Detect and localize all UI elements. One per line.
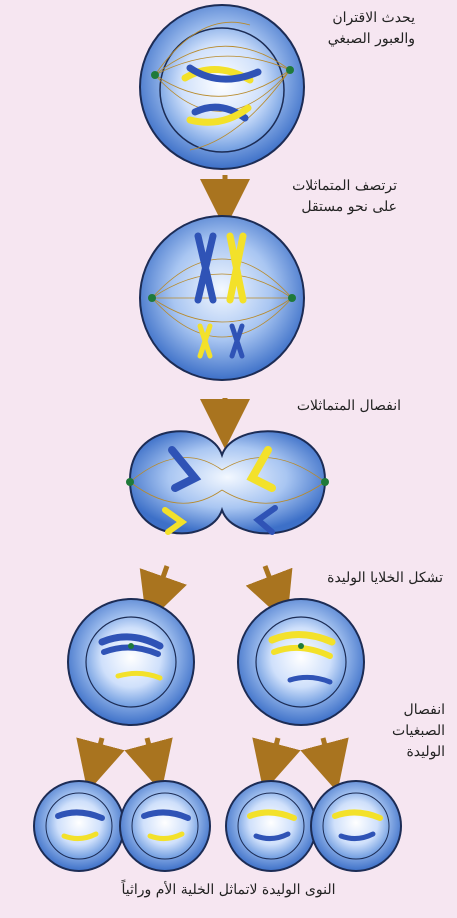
final-nucleus-4: [311, 781, 401, 871]
label-line: على نحو مستقل: [292, 197, 397, 218]
final-nucleus-2: [120, 781, 210, 871]
caption: النوى الوليدة لاتماثل الخلية الأم وراثيا…: [0, 880, 457, 901]
label-line: ترتصف المتماثلات: [292, 176, 397, 197]
arrow-4d: [323, 738, 331, 768]
arrow-3a: [155, 566, 167, 600]
cell-anaphase: [126, 431, 329, 533]
cell-metaphase: [140, 216, 304, 380]
label-daughter-cells-form: تشكل الخلايا الوليدة: [327, 568, 443, 589]
label-pairing-crossing-over: يحدث الاقتران والعبور الصبغي: [328, 8, 415, 50]
arrow-3b: [265, 566, 278, 600]
arrow-4c: [270, 738, 278, 768]
label-line: انفصال: [392, 700, 445, 721]
label-line: الصبغيات: [392, 721, 445, 742]
final-nucleus-3: [226, 781, 316, 871]
label-homologs-align: ترتصف المتماثلات على نحو مستقل: [292, 176, 397, 218]
label-line: الوليدة: [392, 742, 445, 763]
cell-prophase: [140, 5, 304, 169]
label-line: والعبور الصبغي: [328, 29, 415, 50]
final-nucleus-1: [34, 781, 124, 871]
label-chromatids-separate: انفصال الصبغيات الوليدة: [392, 700, 445, 763]
label-line: يحدث الاقتران: [328, 8, 415, 29]
daughter-cell-right: [238, 599, 364, 725]
arrow-4b: [147, 738, 155, 768]
arrow-4a: [94, 738, 102, 768]
label-homologs-separate: انفصال المتماثلات: [297, 396, 401, 417]
daughter-cell-left: [68, 599, 194, 725]
